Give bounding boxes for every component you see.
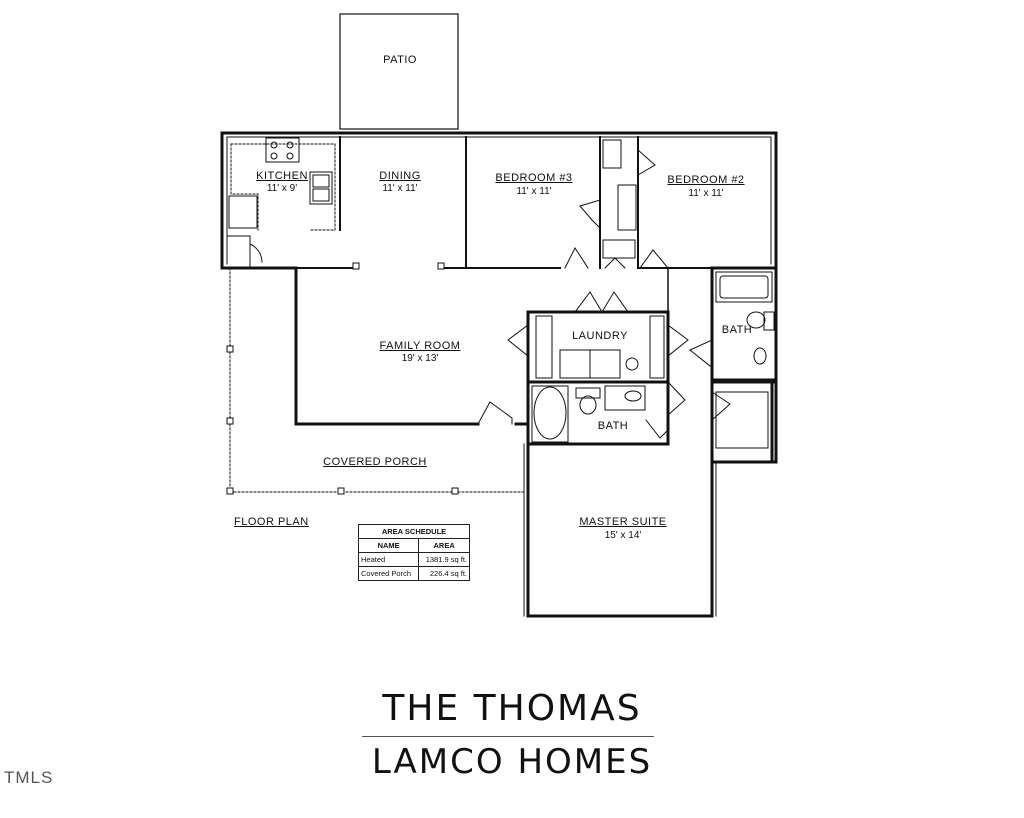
bedroom2-dimensions: 11' x 11' bbox=[688, 188, 724, 199]
covered-porch-label: COVERED PORCH bbox=[323, 456, 427, 468]
closet-1 bbox=[602, 139, 622, 169]
bathtub bbox=[533, 386, 567, 440]
bedroom2-label: BEDROOM #2 bbox=[667, 174, 745, 186]
right-tub bbox=[715, 271, 773, 303]
dining-label: DINING bbox=[379, 170, 421, 182]
center-bath-label: BATH bbox=[597, 420, 629, 432]
upper-exterior-wall-inner bbox=[226, 136, 772, 265]
bedroom3-label: BEDROOM #3 bbox=[495, 172, 573, 184]
area-schedule-name-header: NAME bbox=[357, 538, 420, 553]
bedroom3-dimensions: 11' x 11' bbox=[516, 186, 552, 197]
right-sink bbox=[753, 347, 767, 365]
kitchen-sink bbox=[309, 171, 333, 205]
area-schedule-row-name: Heated bbox=[357, 552, 420, 567]
stove bbox=[265, 137, 300, 163]
master-suite-dimensions: 15' x 14' bbox=[604, 530, 642, 541]
kitchen-label: KITCHEN bbox=[256, 170, 308, 182]
family-room-label: FAMILY ROOM bbox=[379, 340, 461, 352]
plan-title: THE THOMAS bbox=[382, 688, 642, 729]
vanity bbox=[604, 385, 646, 411]
area-schedule-row-area: 1381.9 sq ft. bbox=[418, 552, 470, 567]
area-schedule-row-name: Covered Porch bbox=[357, 566, 420, 581]
floor-plan-label: FLOOR PLAN bbox=[234, 516, 309, 528]
family-room-wall bbox=[294, 266, 530, 426]
table-row: Heated 1381.9 sq ft. bbox=[357, 552, 470, 567]
kitchen-dimensions: 11' x 9' bbox=[266, 183, 298, 194]
patio-outline bbox=[339, 13, 459, 130]
fridge bbox=[228, 195, 258, 229]
table-row: Covered Porch 226.4 sq ft. bbox=[357, 566, 470, 581]
center-bath bbox=[526, 380, 670, 446]
master-shower bbox=[710, 380, 774, 464]
upper-exterior-wall bbox=[220, 131, 778, 270]
family-room-dimensions: 19' x 13' bbox=[401, 353, 439, 364]
right-bath-label: BATH bbox=[721, 324, 753, 336]
patio-label: PATIO bbox=[383, 54, 417, 66]
closet-2 bbox=[617, 184, 637, 231]
master-suite-label: MASTER SUITE bbox=[579, 516, 667, 528]
bedroom2-wall bbox=[599, 136, 713, 269]
area-schedule-title: AREA SCHEDULE bbox=[358, 524, 470, 539]
toilet-tank bbox=[575, 387, 601, 399]
washer bbox=[559, 349, 591, 379]
dryer bbox=[589, 349, 621, 379]
builder-name: LAMCO HOMES bbox=[371, 742, 653, 782]
watermark: TMLS bbox=[4, 768, 54, 787]
master-suite-wall bbox=[526, 442, 714, 618]
area-schedule-table: AREA SCHEDULE NAME AREA Heated 1381.9 sq… bbox=[357, 524, 470, 581]
title-divider bbox=[362, 736, 654, 737]
dining-bedroom3-wall bbox=[465, 136, 561, 269]
dining-dimensions: 11' x 11' bbox=[382, 183, 418, 194]
laundry-label: LAUNDRY bbox=[572, 330, 628, 342]
area-schedule-row-area: 226.4 sq ft. bbox=[418, 566, 470, 581]
kitchen-wall bbox=[221, 136, 341, 269]
area-schedule-area-header: AREA bbox=[418, 538, 470, 553]
closet-3 bbox=[602, 239, 636, 259]
laundry-room bbox=[526, 310, 670, 384]
